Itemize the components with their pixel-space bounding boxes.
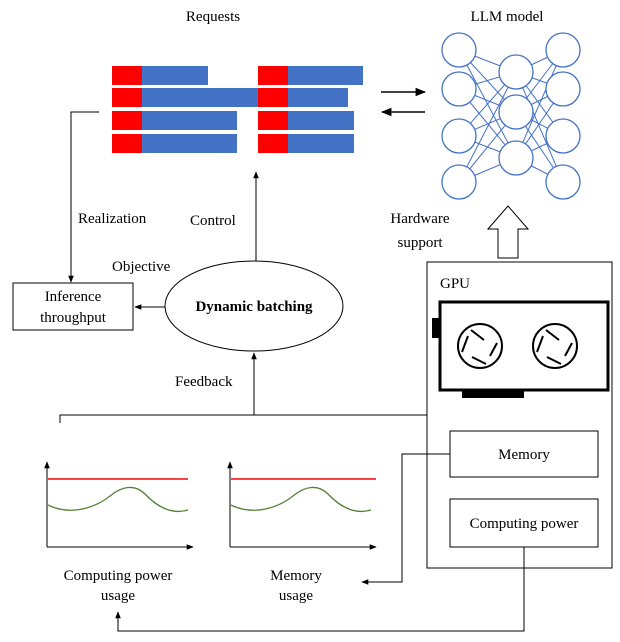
computing-power-box — [449, 498, 599, 548]
request-queue-left — [112, 66, 260, 153]
nn-connection — [458, 71, 517, 183]
support-label: support — [398, 235, 444, 251]
hardware-label: Hardware — [390, 211, 449, 227]
request-body — [142, 134, 237, 153]
computing-power-label: Computing power — [470, 516, 579, 532]
memory-usage-chart — [227, 461, 377, 550]
objective-label: Objective — [112, 259, 171, 275]
requests-title: Requests — [186, 9, 240, 25]
fan-icon — [457, 323, 503, 369]
dynamic-batching-node — [164, 260, 344, 352]
request-head — [258, 111, 288, 130]
request-queue-right — [258, 66, 363, 153]
feedback-label: Feedback — [175, 374, 233, 390]
request-head — [258, 88, 288, 107]
usage-curve — [47, 486, 189, 513]
control-label: Control — [190, 213, 236, 229]
nn-neuron — [545, 164, 581, 200]
request-head — [258, 66, 288, 85]
computing-power-usage-label-2: usage — [101, 588, 135, 604]
feedback-bracket — [59, 414, 449, 423]
request-body — [288, 134, 354, 153]
hardware-support-arrow — [486, 205, 530, 259]
nn-neuron — [498, 140, 534, 176]
request-body — [288, 66, 363, 85]
nn-neuron — [545, 118, 581, 154]
nn-neuron — [441, 118, 477, 154]
fan-icon — [532, 323, 578, 369]
memory-label: Memory — [498, 447, 550, 463]
nn-neuron — [498, 54, 534, 90]
inference-throughput-box — [12, 282, 134, 331]
request-head — [112, 111, 142, 130]
nn-neuron — [441, 164, 477, 200]
usage-curve — [230, 486, 372, 513]
request-body — [142, 111, 237, 130]
memory-usage-label: Memory — [270, 568, 322, 584]
request-body — [288, 88, 348, 107]
nn-connection — [515, 71, 564, 183]
request-body — [288, 111, 354, 130]
nn-neuron — [545, 71, 581, 107]
request-body — [142, 66, 208, 85]
llm-network-icon — [441, 32, 581, 200]
dynamic-batching-label: Dynamic batching — [195, 299, 313, 315]
request-head — [112, 66, 142, 85]
nn-neuron — [545, 32, 581, 68]
inference-label: Inference — [45, 289, 102, 305]
request-head — [112, 88, 142, 107]
request-head — [258, 134, 288, 153]
request-head — [112, 134, 142, 153]
computing-power-usage-label: Computing power — [64, 568, 173, 584]
nn-neuron — [498, 94, 534, 130]
memory-connector-arrow — [361, 453, 450, 585]
memory-usage-label-2: usage — [279, 588, 313, 604]
nn-neuron — [441, 32, 477, 68]
gpu-label: GPU — [440, 276, 470, 292]
llm-model-title: LLM model — [471, 9, 544, 25]
realization-arrow — [68, 111, 99, 283]
computing-power-usage-chart — [44, 461, 194, 550]
nn-connection — [515, 49, 564, 159]
nn-neuron — [441, 71, 477, 107]
realization-label: Realization — [78, 211, 147, 227]
request-body — [142, 88, 260, 107]
graphics-card-icon — [432, 300, 610, 398]
computing-power-connector-arrow — [115, 547, 525, 632]
throughput-label: throughput — [40, 310, 107, 326]
